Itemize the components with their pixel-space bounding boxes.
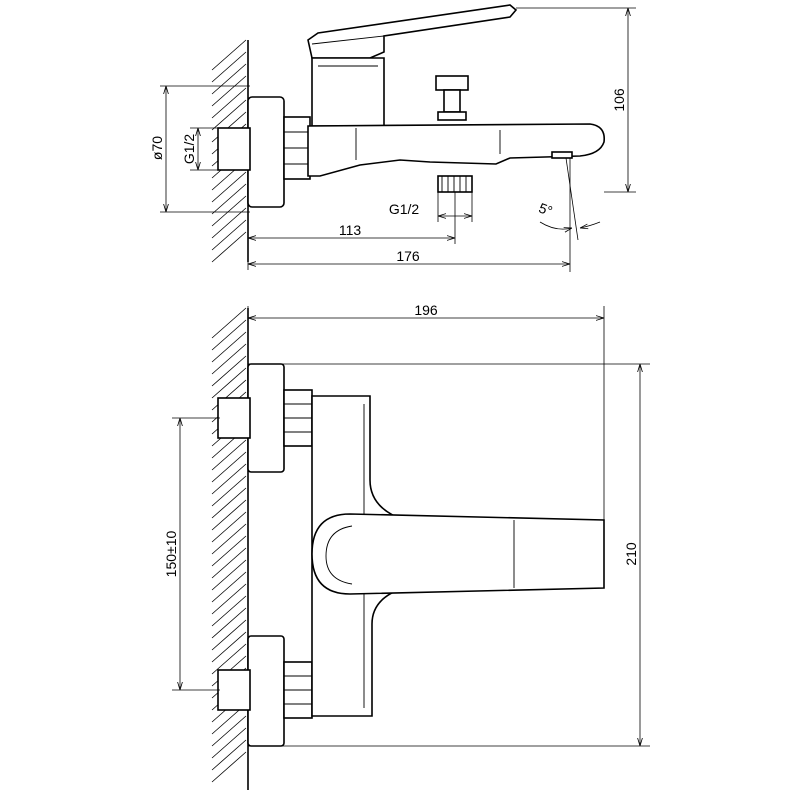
dim-diameter-label: ø70: [149, 136, 165, 160]
nut-top: [283, 116, 311, 180]
hatch-line: [211, 739, 247, 771]
hatch-line: [211, 63, 247, 95]
hatch-line: [211, 355, 247, 387]
hatch-line: [211, 559, 247, 591]
dim-angle-label: 5°: [537, 199, 555, 219]
hatch-line: [211, 207, 247, 239]
dim-150: [172, 417, 220, 691]
hatch-line: [211, 511, 247, 543]
hatch-line: [211, 451, 247, 483]
hatch-line: [211, 331, 247, 363]
hatch-line: [211, 643, 247, 675]
hatch-line: [211, 583, 247, 615]
hatch-line: [211, 75, 247, 107]
upper-inlet-pipe: [217, 397, 251, 439]
lower-inlet-pipe: [217, 669, 251, 711]
dim-g12-left: [190, 127, 220, 171]
hatch-line: [211, 307, 247, 339]
upper-flange: [247, 363, 285, 473]
hatch-line: [211, 499, 247, 531]
lower-flange: [247, 635, 285, 747]
hatch-line: [211, 523, 247, 555]
hatch-line: [211, 595, 247, 627]
hatch-line: [211, 439, 247, 471]
hatch-line: [211, 219, 247, 251]
hatch-line: [211, 99, 247, 131]
dim-g12-left-label: G1/2: [181, 134, 197, 165]
hatch-line: [211, 535, 247, 567]
upper-nut: [283, 389, 313, 447]
hatch-line: [211, 231, 247, 263]
dim-196-label: 196: [414, 302, 438, 318]
hatch-line: [211, 751, 247, 783]
hatch-line: [211, 475, 247, 507]
hatch-line: [211, 487, 247, 519]
dim-150-label: 150±10: [163, 530, 179, 577]
hatch-line: [211, 319, 247, 351]
hatch-line: [211, 463, 247, 495]
spout-front: [311, 513, 605, 595]
dim-106-label: 106: [611, 88, 627, 112]
dim-angle-5: [539, 157, 601, 241]
hatch-line: [211, 715, 247, 747]
dim-176-label: 176: [396, 248, 420, 264]
hatch-line: [211, 183, 247, 215]
dim-210-label: 210: [623, 542, 639, 566]
dim-113-label: 113: [339, 222, 362, 238]
dim-196: [247, 306, 605, 520]
hatch-line: [211, 195, 247, 227]
hatch-line: [211, 727, 247, 759]
wall-hatch-top: [211, 39, 249, 263]
wall-flange-top: [247, 96, 285, 208]
inlet-pipe-top: [217, 127, 251, 171]
dim-176: [248, 158, 571, 272]
dim-g12-bottom-label: G1/2: [389, 201, 420, 217]
front-view: 196 210 150±10: [163, 302, 650, 790]
hatch-line: [211, 619, 247, 651]
dim-106: [516, 7, 636, 193]
lower-nut: [283, 661, 313, 719]
dim-diameter-70: [160, 85, 250, 213]
hatch-line: [211, 631, 247, 663]
hatch-line: [211, 547, 247, 579]
hatch-line: [211, 171, 247, 203]
mixer-body-side: [307, 4, 606, 193]
hatch-line: [211, 343, 247, 375]
diverter-knob: [435, 75, 469, 91]
hatch-line: [211, 39, 247, 71]
wall-hatch-bottom: [211, 307, 249, 790]
hatch-line: [211, 51, 247, 83]
hatch-line: [211, 607, 247, 639]
hose-thread: [437, 175, 473, 193]
hatch-line: [211, 87, 247, 119]
hatch-line: [211, 367, 247, 399]
side-view: 106 ø70 G1/2 G1/2 113 176 5°: [149, 4, 636, 272]
hatch-line: [211, 571, 247, 603]
dim-210: [248, 363, 650, 747]
